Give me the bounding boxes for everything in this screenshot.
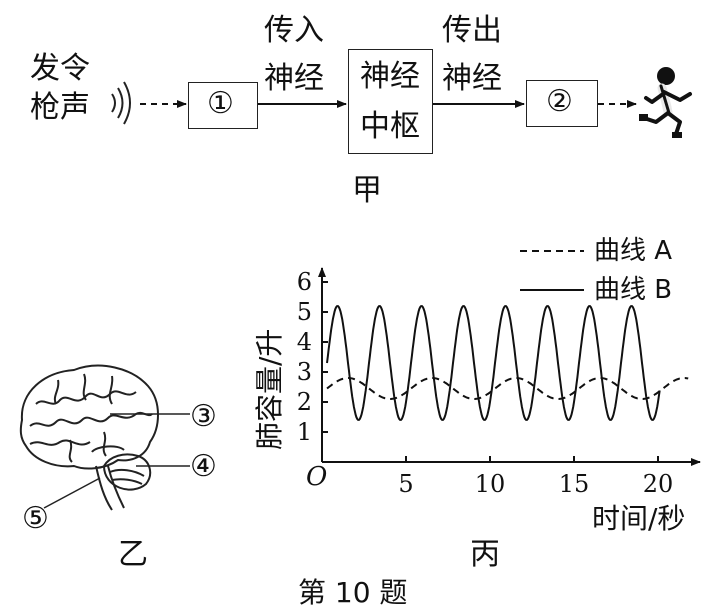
chart-label: 丙 — [470, 537, 500, 572]
nerve-center-box — [348, 49, 433, 154]
effector-number: ② — [546, 84, 573, 119]
y-tick-label: 6 — [297, 268, 312, 296]
y-tick-label: 2 — [297, 388, 312, 416]
curve-b — [326, 305, 661, 421]
diagram-yi-label: 乙 — [118, 537, 148, 572]
efferent-nerve-label-top: 传出 — [442, 13, 502, 48]
afferent-nerve-label-top: 传入 — [264, 13, 324, 48]
y-tick-label: 4 — [297, 328, 312, 356]
legend-label-b: 曲线 B — [594, 275, 673, 305]
runner-icon — [639, 67, 692, 138]
x-axis-label: 时间/秒 — [592, 502, 686, 535]
diagram-jia-label: 甲 — [352, 173, 382, 208]
y-tick-label: 1 — [297, 418, 312, 446]
receptor-box — [188, 82, 258, 129]
receptor-number: ① — [207, 86, 234, 121]
x-tick-label: 20 — [643, 470, 674, 498]
afferent-nerve-label-bottom: 神经 — [264, 61, 324, 96]
brain-icon — [19, 364, 159, 511]
y-tick-label: 5 — [297, 298, 312, 326]
effector-box — [526, 80, 598, 127]
y-tick-label: 3 — [297, 358, 312, 386]
curve-a — [326, 377, 689, 400]
x-tick-label: 15 — [559, 470, 590, 498]
callout-3: ③ — [190, 399, 217, 434]
caption: 第 10 题 — [298, 576, 408, 609]
x-tick-label: 5 — [398, 470, 413, 498]
nerve-center-label-bottom: 中枢 — [360, 109, 420, 144]
callout-4: ④ — [190, 449, 217, 484]
nerve-center-label-top: 神经 — [360, 59, 420, 94]
origin-label: O — [306, 462, 328, 492]
legend-label-a: 曲线 A — [594, 236, 673, 266]
sound-wave-icon — [111, 81, 131, 125]
efferent-nerve-label-bottom: 神经 — [442, 61, 502, 96]
stimulus-label-top: 发令 — [30, 51, 90, 86]
stimulus-label-bottom: 枪声 — [30, 90, 90, 125]
x-tick-label: 10 — [475, 470, 506, 498]
